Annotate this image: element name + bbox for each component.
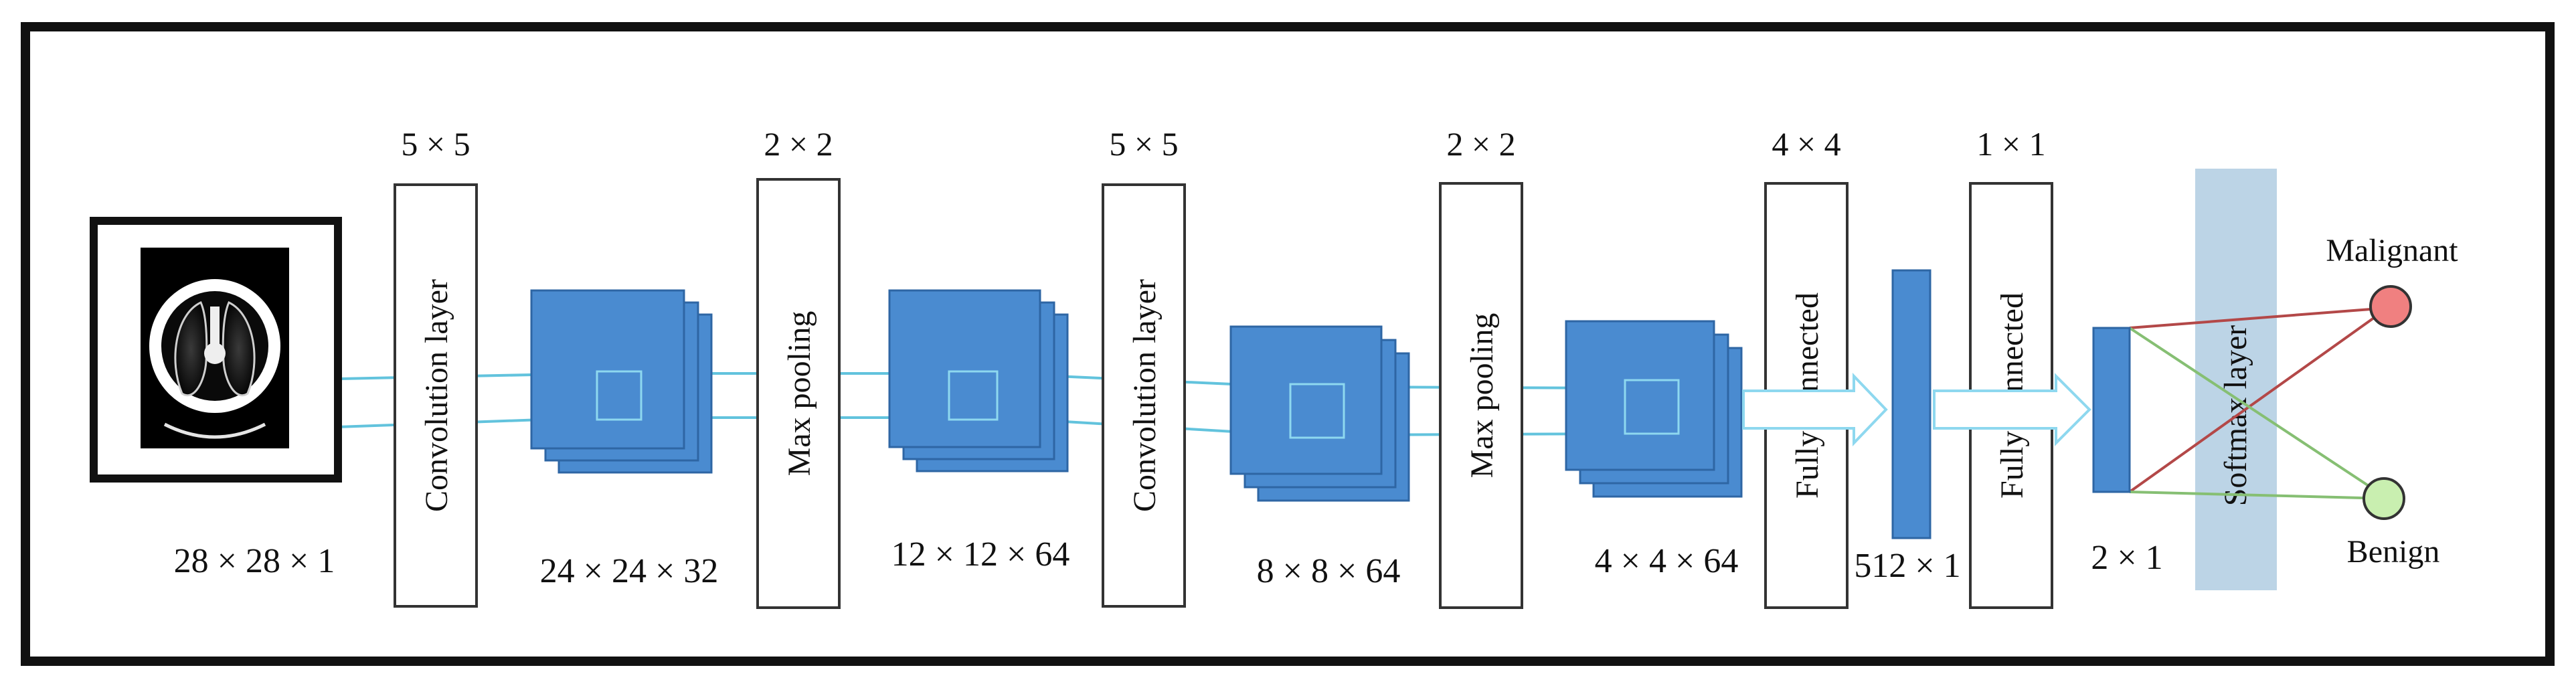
layer-box-conv-1: Convolution layer (394, 183, 478, 608)
kernel-label-fc-1: 4 × 4 (1772, 125, 1840, 163)
feature-map-stack-2 (888, 289, 1069, 472)
malignant-label: Malignant (2326, 233, 2458, 268)
benign-node (2363, 477, 2405, 520)
layer-label-pool-1: Max pooling (782, 311, 817, 476)
feature-map-dims-3: 8 × 8 × 64 (1257, 552, 1401, 590)
vector-512x1 (1891, 269, 1931, 539)
feature-map-dims-2: 12 × 12 × 64 (891, 535, 1070, 574)
kernel-label-fc-2: 1 × 1 (1976, 125, 2045, 163)
benign-label: Benign (2347, 534, 2440, 570)
feature-map-stack-4 (1565, 320, 1743, 498)
malignant-node (2369, 285, 2412, 328)
output-edges (2128, 307, 2389, 500)
layer-label-pool-2: Max pooling (1464, 313, 1500, 479)
layer-label-conv-1: Convolution layer (419, 279, 454, 512)
vector-dims-2: 2 × 1 (2091, 539, 2162, 577)
input-image (90, 217, 342, 483)
vector-2x1 (2092, 327, 2131, 493)
kernel-label-pool-1: 2 × 2 (764, 125, 833, 163)
layer-box-pool-1: Max pooling (756, 178, 841, 609)
kernel-label-pool-2: 2 × 2 (1446, 125, 1515, 163)
layer-box-conv-2: Convolution layer (1102, 183, 1186, 608)
ct-scan-lung-icon (149, 279, 280, 439)
vector-dims-512: 512 × 1 (1854, 547, 1960, 585)
kernel-label-conv-1: 5 × 5 (401, 125, 470, 163)
layer-label-conv-2: Convolution layer (1127, 279, 1163, 512)
arrow-to-2 (1933, 373, 2091, 446)
feature-map-stack-3 (1229, 325, 1410, 502)
feature-map-dims-4: 4 × 4 × 64 (1595, 542, 1739, 580)
layer-box-pool-2: Max pooling (1439, 182, 1523, 609)
feature-map-stack-1 (530, 289, 713, 474)
arrow-to-512 (1742, 373, 1888, 446)
feature-map-dims-1: 24 × 24 × 32 (540, 552, 719, 590)
input-dims-label: 28 × 28 × 1 (174, 542, 335, 580)
kernel-label-conv-2: 5 × 5 (1109, 125, 1178, 163)
